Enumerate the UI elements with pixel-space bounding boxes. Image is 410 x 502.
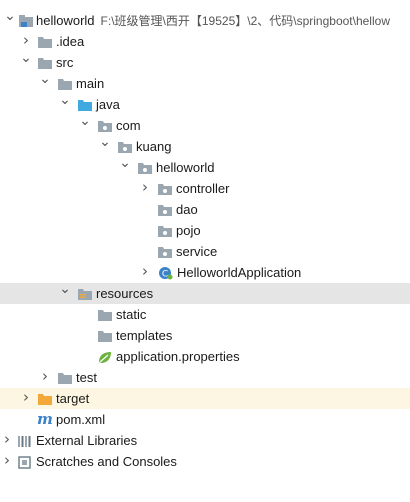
controller-label: controller <box>176 181 230 196</box>
spring-leaf-icon <box>99 352 111 363</box>
tree-item-scratches[interactable]: Scratches and Consoles <box>0 451 410 472</box>
package-icon <box>158 205 172 216</box>
chevron-right-icon[interactable] <box>39 367 51 388</box>
chevron-down-icon[interactable] <box>20 52 32 73</box>
tree-item-dao[interactable]: dao <box>0 199 410 220</box>
folder-icon <box>38 58 52 69</box>
resources-folder-icon <box>78 289 92 300</box>
tree-item-kuang[interactable]: kuang <box>0 136 410 157</box>
svg-text:C: C <box>162 270 168 280</box>
static-label: static <box>116 307 147 322</box>
package-icon <box>158 226 172 237</box>
java-label: java <box>96 97 120 112</box>
package-icon <box>98 121 112 132</box>
kuang-label: kuang <box>136 139 172 154</box>
chevron-down-icon[interactable] <box>59 283 71 304</box>
scratches-icon <box>18 456 31 469</box>
tree-item-test[interactable]: test <box>0 367 410 388</box>
tree-item-java[interactable]: java <box>0 94 410 115</box>
main-label: main <box>76 76 105 91</box>
tree-item-static[interactable]: static <box>0 304 410 325</box>
chevron-right-icon[interactable] <box>20 388 32 409</box>
resources-label: resources <box>96 286 154 301</box>
tree-item-main[interactable]: main <box>0 73 410 94</box>
folder-icon <box>58 79 72 90</box>
helloworld-application-label: HelloworldApplication <box>177 265 302 280</box>
tree-item-idea[interactable]: .idea <box>0 31 410 52</box>
folder-icon <box>58 373 72 384</box>
chevron-right-icon[interactable] <box>1 430 13 451</box>
tree-item-resources[interactable]: resources <box>0 283 410 304</box>
package-icon <box>138 163 152 174</box>
source-folder-icon <box>78 100 92 111</box>
chevron-down-icon[interactable] <box>99 136 111 157</box>
chevron-right-icon[interactable] <box>20 31 32 52</box>
package-icon <box>158 247 172 258</box>
tree-item-templates[interactable]: templates <box>0 325 410 346</box>
helloworld-package-label: helloworld <box>156 160 215 175</box>
templates-label: templates <box>116 328 173 343</box>
excluded-folder-icon <box>38 394 52 405</box>
pom-label: pom.xml <box>56 412 106 427</box>
pojo-label: pojo <box>176 223 201 238</box>
chevron-down-icon[interactable] <box>79 115 91 136</box>
chevron-right-icon[interactable] <box>1 451 13 472</box>
tree-root-helloworld[interactable]: helloworld F:\班级管理\西开【19525】\2、代码\springb… <box>0 10 410 31</box>
package-icon <box>158 184 172 195</box>
com-label: com <box>116 118 141 133</box>
tree-item-target[interactable]: target <box>0 388 410 409</box>
target-label: target <box>56 391 90 406</box>
test-label: test <box>76 370 97 385</box>
spring-boot-class-icon: C <box>159 267 173 280</box>
tree-item-pojo[interactable]: pojo <box>0 220 410 241</box>
dao-label: dao <box>176 202 198 217</box>
folder-icon <box>98 331 112 342</box>
tree-item-pom[interactable]: m pom.xml <box>0 409 410 430</box>
chevron-down-icon[interactable] <box>39 73 51 94</box>
tree-item-service[interactable]: service <box>0 241 410 262</box>
src-label: src <box>56 55 74 70</box>
scratches-label: Scratches and Consoles <box>36 454 177 469</box>
chevron-right-icon[interactable] <box>139 178 151 199</box>
chevron-down-icon[interactable] <box>59 94 71 115</box>
folder-icon <box>38 37 52 48</box>
library-icon <box>18 436 31 447</box>
idea-label: idea <box>59 34 85 49</box>
tree-item-controller[interactable]: controller <box>0 178 410 199</box>
tree-item-helloworld-package[interactable]: helloworld <box>0 157 410 178</box>
root-path: F:\班级管理\西开【19525】\2、代码\springboot\hellow <box>100 14 390 28</box>
maven-icon: m <box>37 410 53 428</box>
tree-item-helloworld-application[interactable]: C HelloworldApplication <box>0 262 410 283</box>
tree-item-com[interactable]: com <box>0 115 410 136</box>
tree-item-external-libraries[interactable]: External Libraries <box>0 430 410 451</box>
external-libraries-label: External Libraries <box>36 433 138 448</box>
package-icon <box>118 142 132 153</box>
chevron-down-icon[interactable] <box>119 157 131 178</box>
application-properties-label: application.properties <box>116 349 240 364</box>
tree-item-src[interactable]: src <box>0 52 410 73</box>
tree-item-application-properties[interactable]: application.properties <box>0 346 410 367</box>
service-label: service <box>176 244 218 259</box>
folder-icon <box>98 310 112 321</box>
chevron-right-icon[interactable] <box>139 262 151 283</box>
module-folder-icon <box>19 15 33 27</box>
chevron-down-icon[interactable] <box>4 10 16 31</box>
root-label: helloworld <box>36 13 95 28</box>
